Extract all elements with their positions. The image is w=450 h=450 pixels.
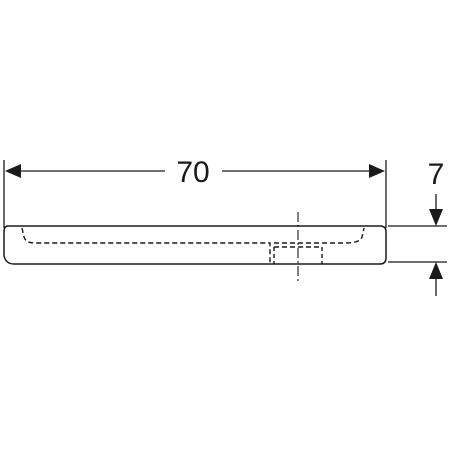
width-arrow-right-icon — [369, 164, 385, 178]
height-arrow-bottom-icon — [429, 262, 443, 279]
width-dimension-label: 70 — [176, 156, 209, 189]
width-arrow-left-icon — [5, 164, 21, 178]
tray-outline — [3, 225, 387, 265]
tray-inner-recess — [21, 227, 271, 264]
tray-inner-recess-right — [274, 227, 365, 244]
height-arrow-top-icon — [429, 209, 443, 226]
height-dimension-label: 7 — [428, 158, 445, 191]
